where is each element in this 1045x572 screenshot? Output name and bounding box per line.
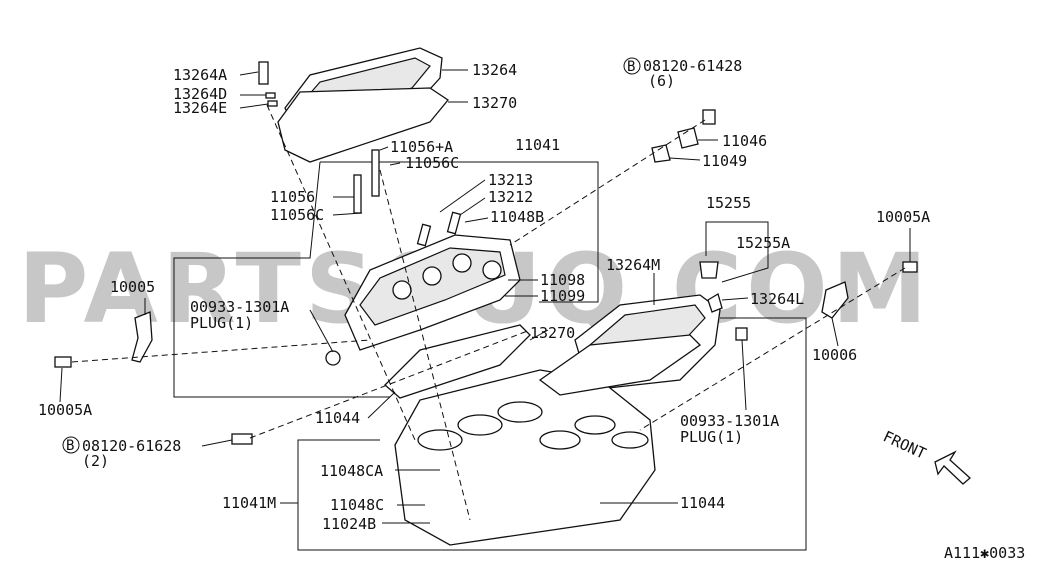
sensor-15255-icon	[699, 261, 719, 279]
label-13264M: 13264M	[606, 256, 660, 274]
bracket-10005-icon	[131, 311, 153, 363]
label-13264E: 13264E	[173, 99, 227, 117]
label-10005: 10005	[110, 278, 155, 296]
bolt-11056-icon	[353, 174, 362, 214]
label-11044-right: 11044	[680, 494, 725, 512]
cylinder-block	[394, 369, 656, 546]
bracket-10006-icon	[821, 281, 849, 319]
cover-11046-icon	[677, 127, 699, 149]
b-mark-top-icon	[623, 57, 641, 75]
sleeve-13212-icon	[446, 211, 462, 235]
bolt-11056a-icon	[371, 149, 380, 197]
label-bolt-top-qty: (6)	[648, 72, 675, 90]
label-13213: 13213	[488, 171, 533, 189]
gasket-11049-icon	[651, 144, 671, 163]
cylinder-head-left	[344, 234, 521, 351]
b-mark-top: B	[627, 59, 635, 75]
footer-code: A111✱0033	[944, 544, 1025, 562]
front-arrow-icon	[934, 450, 971, 485]
label-11056C: 11056C	[270, 206, 324, 224]
leader-lines	[59, 69, 911, 524]
gasket-13264l-icon	[707, 293, 723, 313]
bolt-10005a-right-icon	[902, 261, 918, 273]
label-13264A: 13264A	[173, 66, 227, 84]
label-13264: 13264	[472, 61, 517, 79]
label-11056C-top: 11056C	[405, 154, 459, 172]
label-11056A: 11056+A	[390, 138, 453, 156]
label-11056: 11056	[270, 188, 315, 206]
label-plug-right-txt: PLUG(1)	[680, 428, 743, 446]
bolt-13264a-icon	[258, 61, 269, 85]
sleeve-13213-icon	[416, 223, 432, 247]
label-10005A-left: 10005A	[38, 401, 92, 419]
label-11098: 11098	[540, 271, 585, 289]
label-11048B: 11048B	[490, 208, 544, 226]
label-13264L: 13264L	[750, 290, 804, 308]
label-front: FRONT	[880, 427, 929, 462]
label-11048CA: 11048CA	[320, 462, 383, 480]
group-box-11041	[320, 161, 599, 303]
label-15255: 15255	[706, 194, 751, 212]
b-mark-left-icon	[62, 436, 80, 454]
label-13270-mid: 13270	[530, 324, 575, 342]
label-bolt-left-qty: (2)	[82, 452, 109, 470]
label-11024B: 11024B	[322, 515, 376, 533]
label-plug-right-num: 00933-1301A	[680, 412, 779, 430]
washer-13264e-icon	[267, 100, 278, 107]
bolt-08120-61628-icon	[231, 433, 253, 445]
group-box-11041-left	[173, 161, 390, 398]
label-13212: 13212	[488, 188, 533, 206]
b-mark-left: B	[66, 438, 74, 454]
label-11046: 11046	[722, 132, 767, 150]
label-11041M: 11041M	[222, 494, 276, 512]
label-11099: 11099	[540, 287, 585, 305]
bolt-10005a-left-icon	[54, 356, 72, 368]
label-11048C: 11048C	[330, 496, 384, 514]
plug-right-icon	[735, 327, 748, 341]
bolt-08120-61428-icon	[702, 109, 716, 125]
guide-line	[379, 169, 471, 521]
guide-line	[509, 119, 706, 246]
head-gasket-left	[384, 324, 531, 399]
label-plug-left-num: 00933-1301A	[190, 298, 289, 316]
label-11044-left: 11044	[315, 409, 360, 427]
label-11041: 11041	[515, 136, 560, 154]
label-11049: 11049	[702, 152, 747, 170]
washer-13264d-icon	[265, 92, 276, 99]
label-plug-left-txt: PLUG(1)	[190, 314, 253, 332]
guide-line	[249, 329, 531, 439]
group-box-11041m	[297, 317, 807, 551]
label-bolt-left-num: 08120-61628	[82, 437, 181, 455]
valve-cover-left	[277, 47, 449, 163]
label-13264D: 13264D	[173, 85, 227, 103]
label-10006: 10006	[812, 346, 857, 364]
head-gasket-right	[538, 334, 702, 396]
label-10005A-right: 10005A	[876, 208, 930, 226]
label-13270-top: 13270	[472, 94, 517, 112]
label-15255A: 15255A	[736, 234, 790, 252]
plug-left-icon	[325, 350, 341, 366]
guide-line	[639, 267, 906, 431]
label-bolt-top-num: 08120-61428	[643, 57, 742, 75]
